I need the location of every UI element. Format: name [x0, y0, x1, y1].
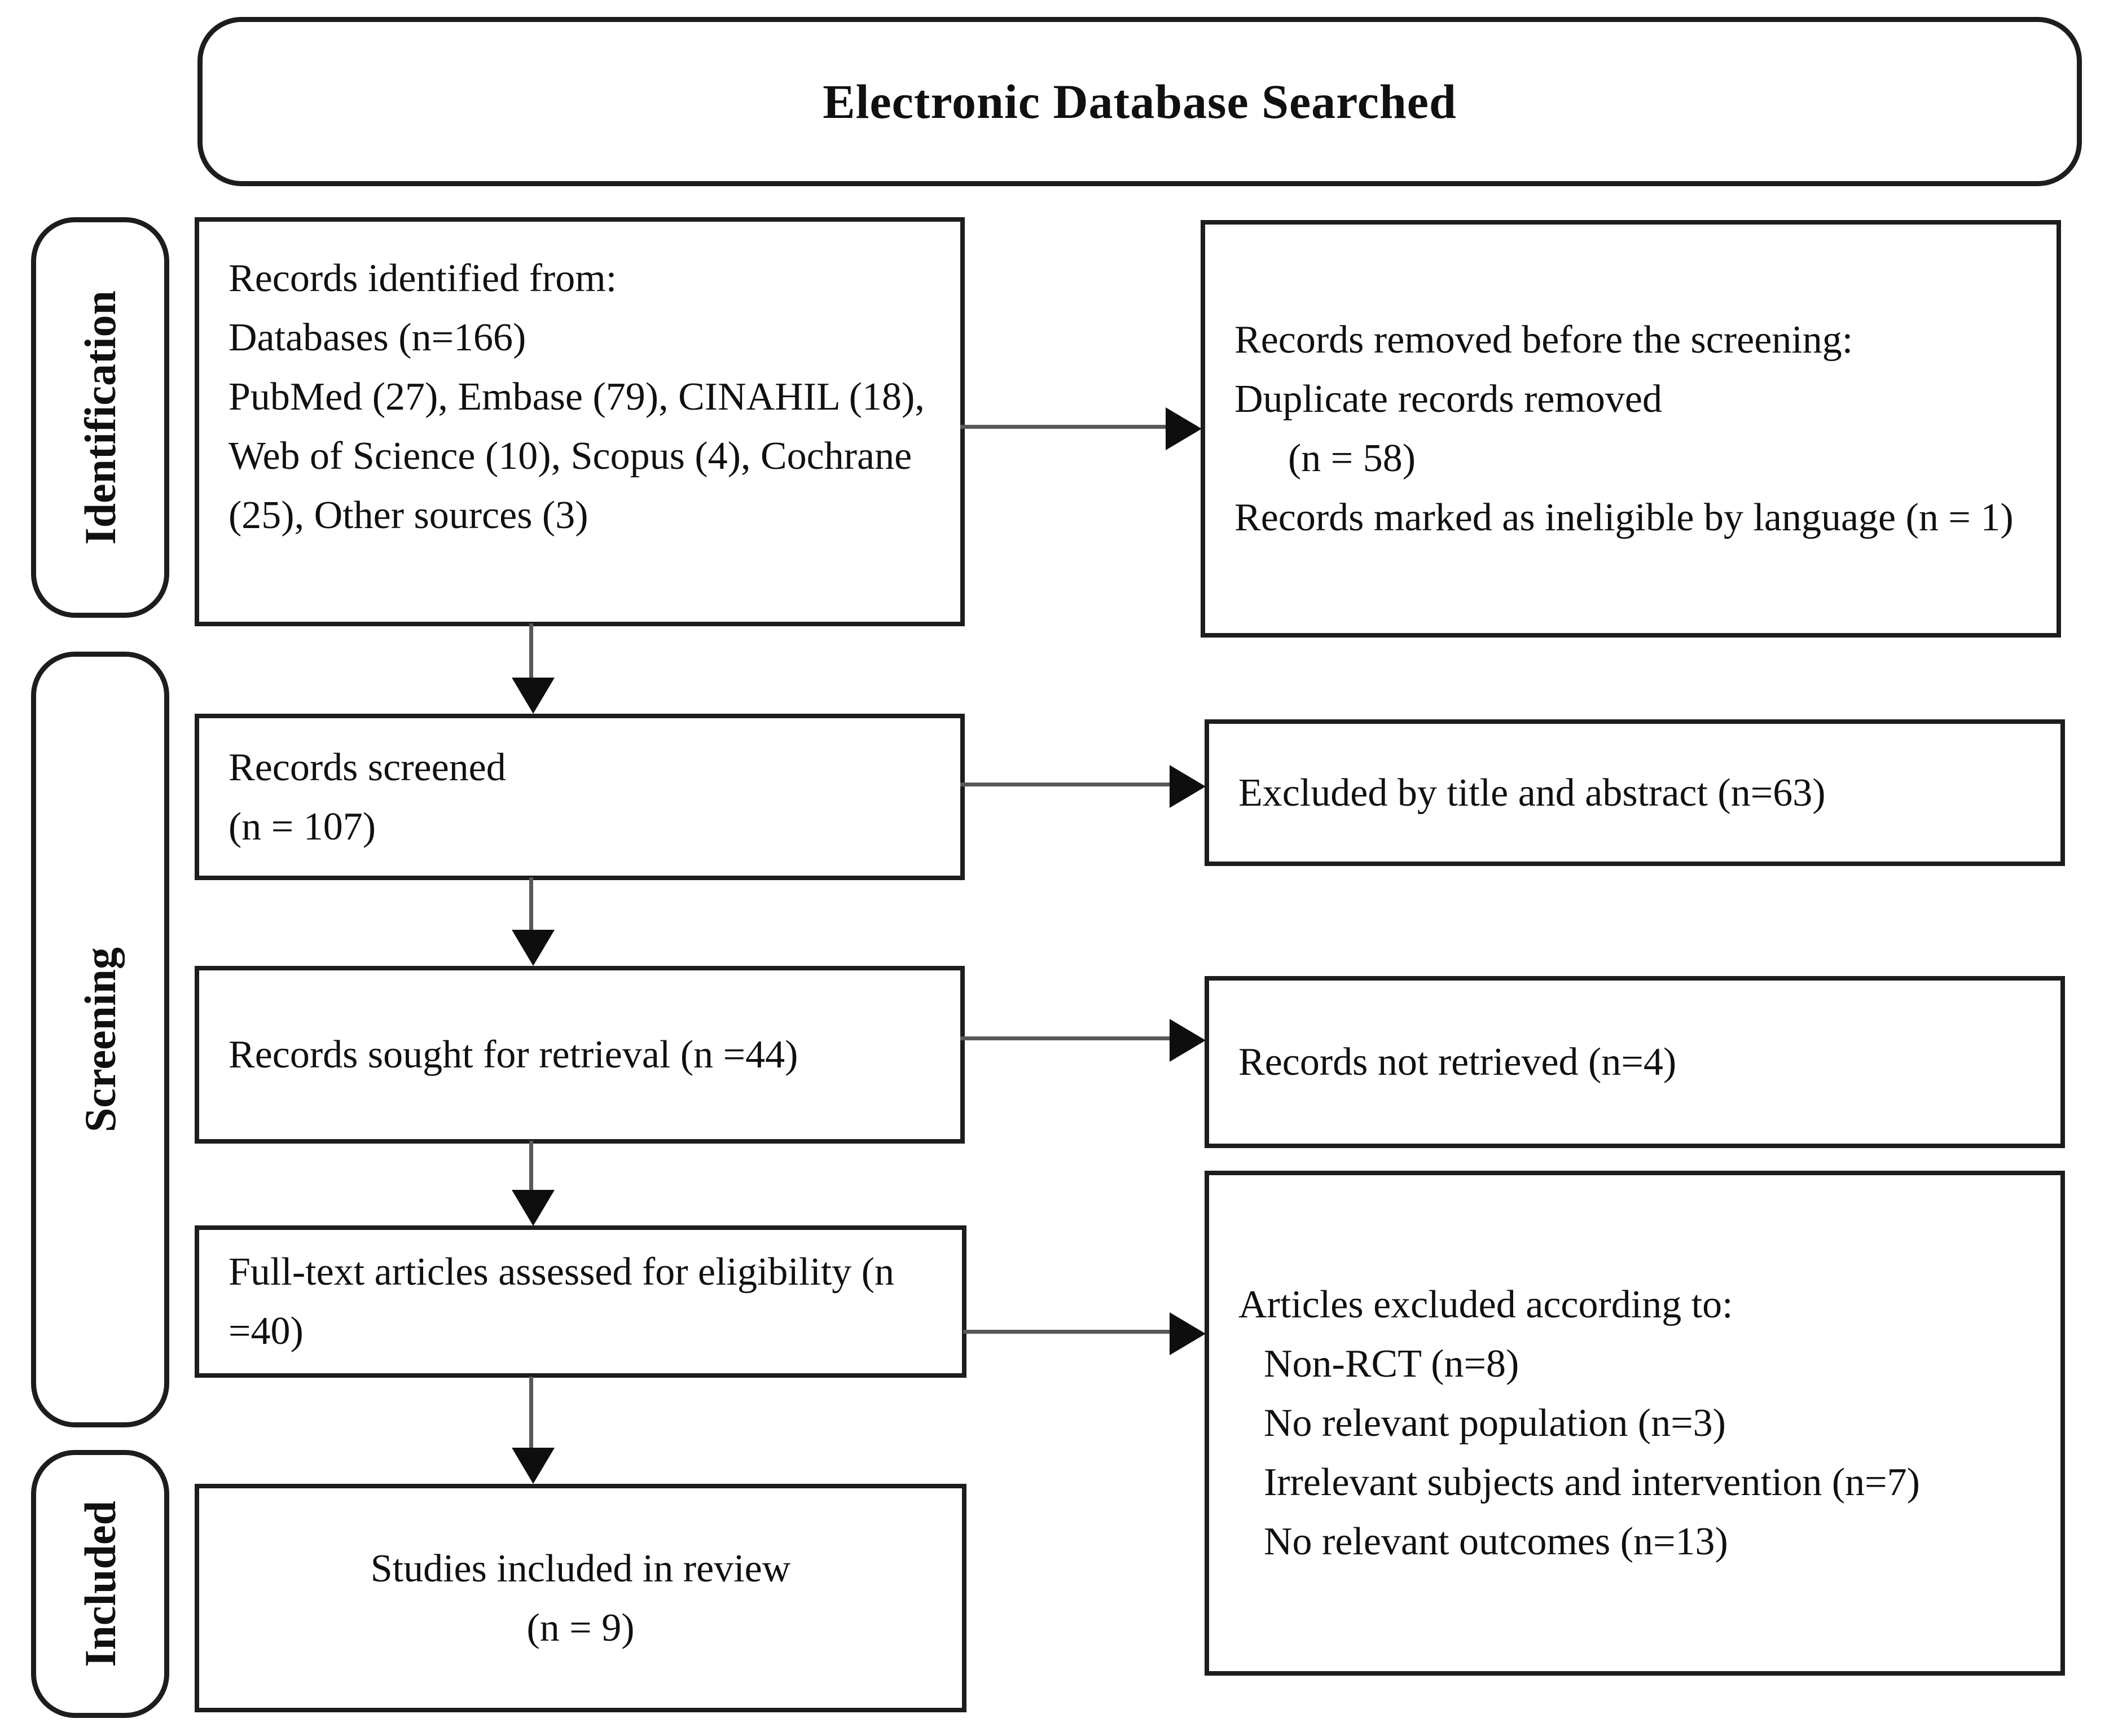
articles-excluded-box: Articles excluded according to: Non-RCT …: [1205, 1171, 2065, 1676]
box-text-line: No relevant population (n=3): [1264, 1401, 1726, 1445]
connector-line-screened-to-sought: [529, 877, 533, 931]
arrow-down-icon: [512, 678, 555, 714]
box-text-line: Non-RCT (n=8): [1264, 1342, 1519, 1386]
stage-identification-label: Identification: [76, 290, 125, 545]
box-text-line: (n = 107): [229, 805, 376, 849]
excluded-title-abstract-box: Excluded by title and abstract (n=63): [1205, 719, 2065, 866]
records-screened-box: Records screened (n = 107): [195, 714, 965, 880]
records-not-retrieved-box: Records not retrieved (n=4): [1205, 976, 2065, 1148]
box-text-line: Duplicate records removed: [1234, 377, 1663, 421]
arrow-down-icon: [512, 1190, 555, 1226]
arrow-right-icon: [1170, 765, 1206, 808]
arrow-down-icon: [512, 1448, 555, 1484]
stage-identification-box: Identification: [31, 217, 169, 618]
fulltext-assessed-box: Full-text articles assessed for eligibil…: [195, 1225, 966, 1378]
stage-included-label: Included: [76, 1501, 125, 1667]
stage-screening-box: Screening: [31, 652, 169, 1427]
box-text-line: Records screened: [229, 745, 506, 789]
box-text-line: Excluded by title and abstract (n=63): [1238, 771, 1826, 815]
diagram-title: Electronic Database Searched: [823, 74, 1457, 129]
box-text-line: Irrelevant subjects and intervention (n=…: [1264, 1461, 1920, 1504]
records-sought-box: Records sought for retrieval (n =44): [195, 966, 965, 1144]
box-text-line: (n = 9): [526, 1606, 635, 1650]
box-text-line: Records not retrieved (n=4): [1238, 1040, 1677, 1084]
box-text-line: Full-text articles assessed for eligibil…: [229, 1250, 895, 1294]
box-text-line: Studies included in review: [370, 1546, 791, 1590]
box-text-line: Articles excluded according to:: [1238, 1283, 1733, 1326]
records-removed-box: Records removed before the screening: Du…: [1201, 220, 2061, 638]
connector-line-screened-to-excluded: [960, 783, 1170, 786]
connector-line-sought-to-notretrieved: [960, 1036, 1170, 1040]
box-text-line: (25), Other sources (3): [229, 494, 588, 537]
box-text-line: Records removed before the screening:: [1234, 318, 1853, 362]
box-text-line: =40): [229, 1309, 304, 1353]
connector-line-fulltext-to-articlesexcluded: [963, 1330, 1170, 1334]
stage-screening-label: Screening: [76, 947, 125, 1132]
box-text-line: (n = 58): [1288, 437, 1416, 480]
records-identified-box: Records identified from: Databases (n=16…: [195, 217, 965, 626]
arrow-down-icon: [512, 930, 555, 966]
box-text-line: No relevant outcomes (n=13): [1264, 1520, 1728, 1563]
header-box: Electronic Database Searched: [197, 17, 2082, 186]
arrow-right-icon: [1166, 407, 1202, 450]
box-text-line: Web of Science (10), Scopus (4), Cochran…: [229, 434, 912, 478]
box-text-line: Records marked as ineligible by language…: [1234, 496, 2014, 539]
connector-line-identified-to-removed: [960, 425, 1166, 429]
stage-included-box: Included: [31, 1450, 169, 1718]
connector-line-sought-to-fulltext: [529, 1141, 533, 1191]
box-text-line: Records sought for retrieval (n =44): [229, 1033, 798, 1076]
connector-line-fulltext-to-included: [529, 1377, 533, 1449]
box-text-line: Databases (n=166): [229, 316, 526, 359]
arrow-right-icon: [1170, 1312, 1206, 1355]
connector-line-identified-to-screened: [529, 623, 533, 679]
box-text-line: PubMed (27), Embase (79), CINAHIL (18),: [229, 375, 925, 419]
arrow-right-icon: [1170, 1019, 1206, 1062]
box-text-line: Records identified from:: [229, 257, 617, 300]
studies-included-box: Studies included in review (n = 9): [195, 1484, 966, 1712]
